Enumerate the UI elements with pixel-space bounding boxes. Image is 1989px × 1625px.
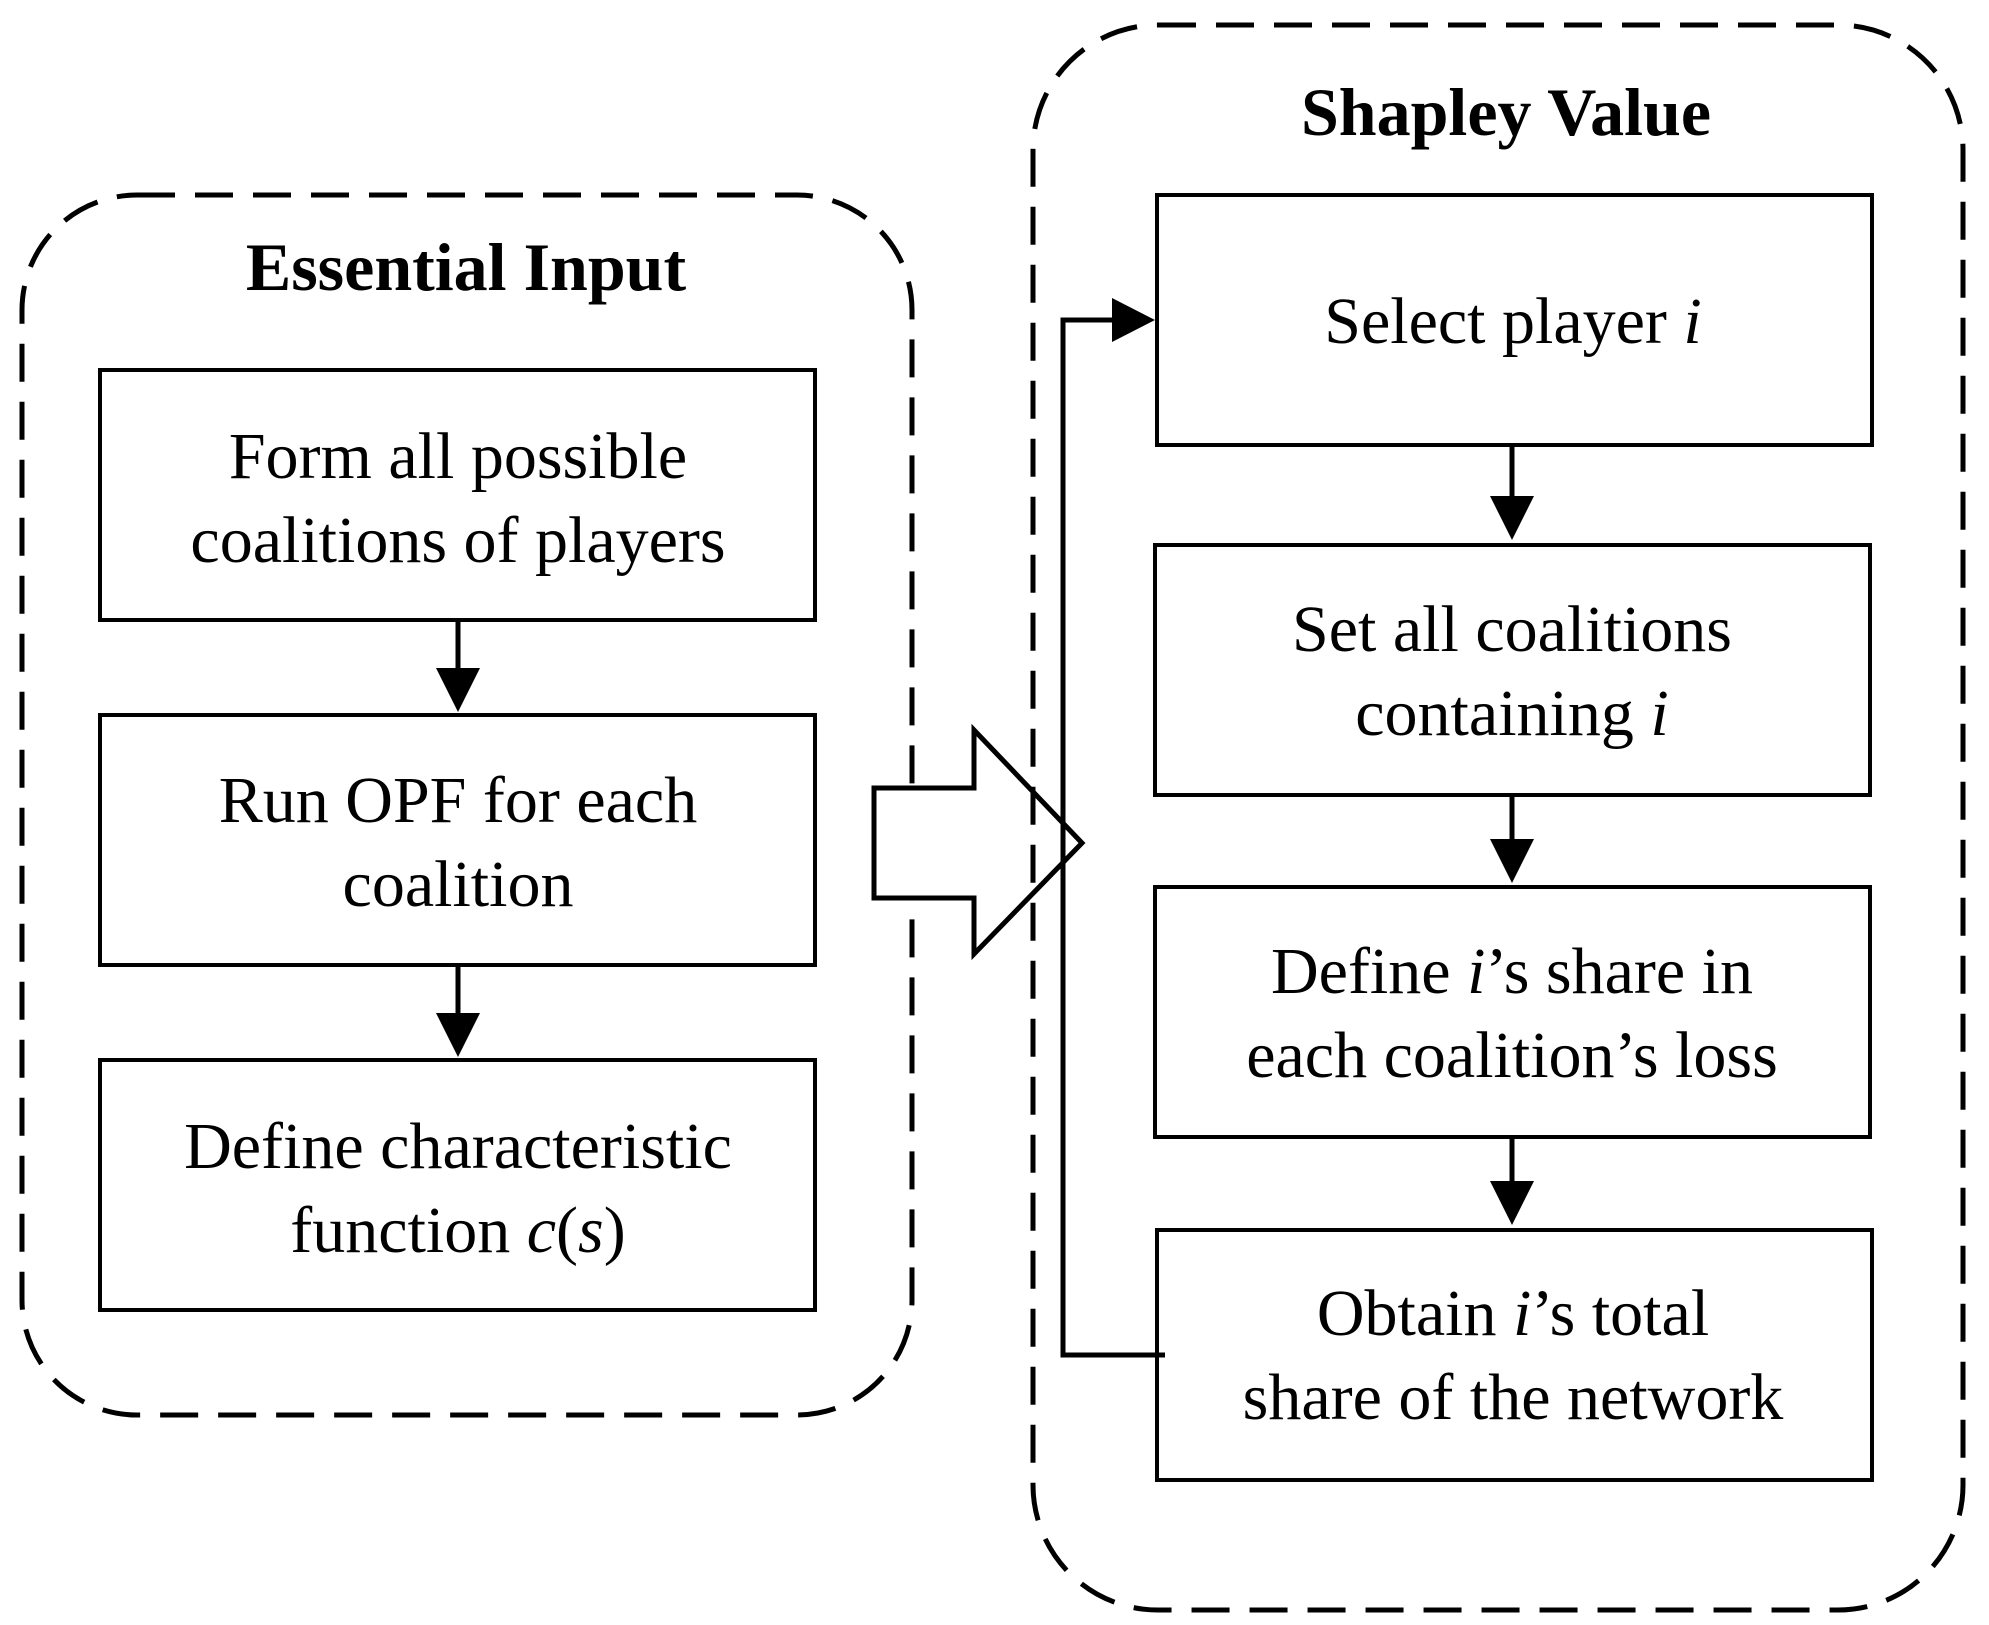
shapley-step-3-box <box>1153 885 1872 1139</box>
essential-input-step-1-line-2: coalitions of players <box>190 504 725 577</box>
shapley-step-1: Select player i <box>1155 193 1874 447</box>
text-segment: each coalition’s loss <box>1246 1019 1778 1092</box>
math-variable: i <box>1467 935 1485 1008</box>
shapley-value-title: Shapley Value <box>1301 74 1711 150</box>
transition-arrow <box>871 723 1086 961</box>
shapley-step-2-line-1: Set all coalitions <box>1292 593 1732 666</box>
text-segment: Select player <box>1324 285 1683 358</box>
essential-input-step-2-line-1: Run OPF for each <box>219 764 697 837</box>
math-variable: i <box>1650 677 1668 750</box>
text-segment: Set all coalitions <box>1292 593 1732 666</box>
essential-input-title: Essential Input <box>246 229 687 305</box>
essential-input-step-3-line-2: function c(s) <box>290 1194 625 1267</box>
math-variable: s <box>578 1194 604 1267</box>
math-variable: i <box>1683 285 1701 358</box>
text-segment: Run OPF for each <box>219 764 697 837</box>
text-segment: Define characteristic <box>184 1110 732 1183</box>
essential-input-step-3-box <box>98 1058 817 1312</box>
shapley-value-group-border <box>1030 22 1966 1613</box>
essential-input-step-2-line-2: coalition <box>343 848 574 921</box>
shapley-step-1-box <box>1155 193 1874 447</box>
math-variable: i <box>1513 1277 1531 1350</box>
shapley-step-3-line-1: Define i’s share in <box>1271 935 1753 1008</box>
text-segment: Form all possible <box>229 420 687 493</box>
essential-input-step-1-box <box>98 368 817 622</box>
shapley-step-4-box <box>1155 1228 1874 1482</box>
arrow-shapley-1-to-2 <box>1490 445 1534 540</box>
shapley-step-3-line-2: each coalition’s loss <box>1246 1019 1778 1092</box>
text-segment: coalition <box>343 848 574 921</box>
arrow-step-2-to-3 <box>436 965 480 1057</box>
essential-input-step-1: Form all possible coalitions of players <box>98 368 817 622</box>
math-variable: c <box>527 1194 556 1267</box>
essential-input-step-1-line-1: Form all possible <box>229 420 687 493</box>
text-segment: containing <box>1355 677 1650 750</box>
loop-arrow <box>1060 298 1165 1358</box>
shapley-step-2: Set all coalitions containing i <box>1153 543 1872 797</box>
essential-input-step-3: Define characteristic function c(s) <box>98 1058 817 1312</box>
shapley-step-4-line-1: Obtain i’s total <box>1317 1277 1709 1350</box>
essential-input-step-2: Run OPF for each coalition <box>98 713 817 967</box>
arrow-step-1-to-2 <box>436 620 480 712</box>
text-segment: Obtain <box>1317 1277 1513 1350</box>
essential-input-step-3-line-1: Define characteristic <box>184 1110 732 1183</box>
arrow-shapley-2-to-3 <box>1490 795 1534 883</box>
shapley-step-4-line-2: share of the network <box>1243 1361 1784 1434</box>
text-segment: coalitions of players <box>190 504 725 577</box>
text-segment: Define <box>1271 935 1467 1008</box>
shapley-step-3: Define i’s share in each coalition’s los… <box>1153 885 1872 1139</box>
text-segment: share of the network <box>1243 1361 1784 1434</box>
essential-input-step-2-box <box>98 713 817 967</box>
shapley-step-1-line-1: Select player i <box>1324 285 1702 358</box>
text-segment: ’s share in <box>1485 935 1753 1008</box>
shapley-step-4: Obtain i’s total share of the network <box>1155 1228 1874 1482</box>
text-segment: ( <box>556 1194 578 1267</box>
shapley-step-2-box <box>1153 543 1872 797</box>
text-segment: ) <box>604 1194 626 1267</box>
text-segment: function <box>290 1194 526 1267</box>
arrow-shapley-3-to-4 <box>1490 1137 1534 1225</box>
shapley-step-2-line-2: containing i <box>1355 677 1668 750</box>
text-segment: ’s total <box>1531 1277 1709 1350</box>
